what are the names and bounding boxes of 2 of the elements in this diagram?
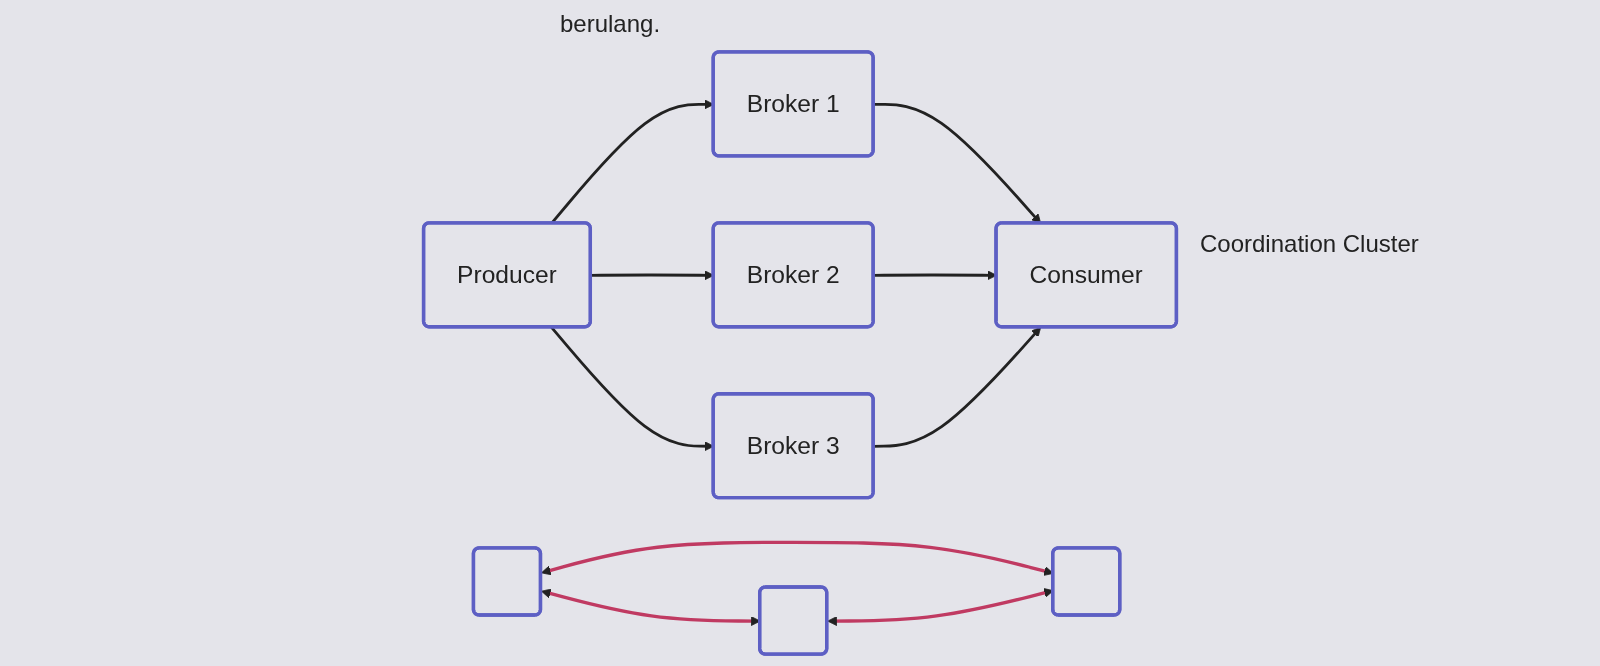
note-text: berulang. (560, 10, 661, 38)
note-text: Coordination Cluster (1200, 230, 1419, 258)
